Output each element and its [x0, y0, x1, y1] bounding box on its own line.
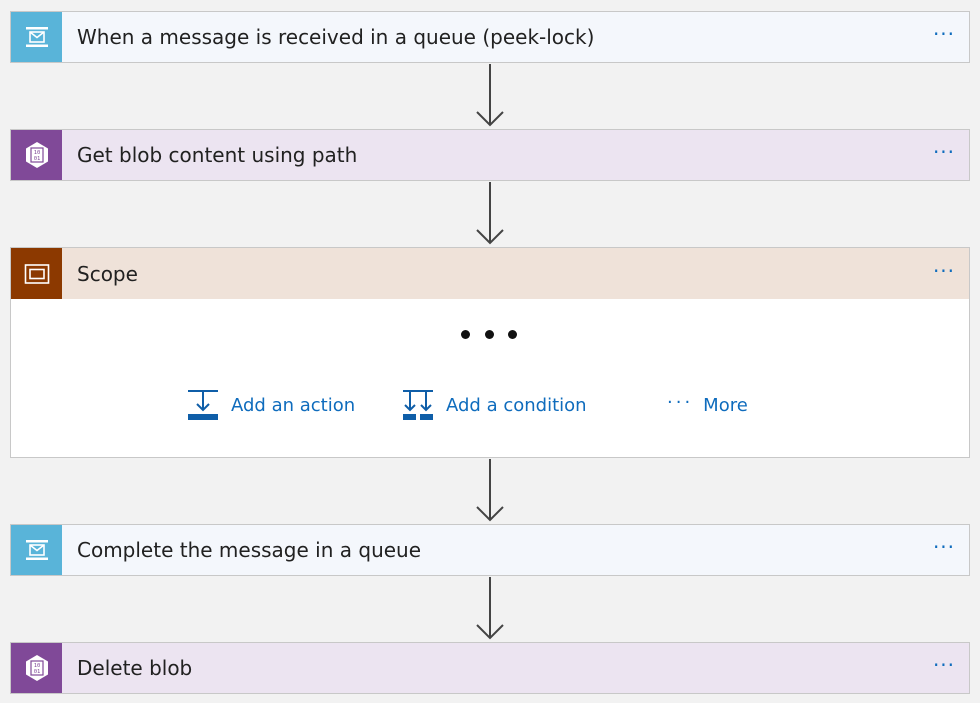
step-scope[interactable]: Scope ··· — [10, 247, 970, 299]
scope-ellipsis-icon[interactable] — [461, 329, 517, 339]
flow-arrow — [476, 182, 504, 245]
step-title: Get blob content using path — [77, 143, 358, 167]
more-options-button[interactable]: ··· — [932, 535, 956, 559]
service-bus-queue-icon — [11, 525, 62, 575]
flow-arrow — [476, 459, 504, 522]
more-options-button[interactable]: ··· — [932, 258, 956, 283]
step-title: Scope — [77, 261, 138, 286]
scope-icon — [11, 248, 62, 299]
add-action-label: Add an action — [231, 394, 356, 416]
svg-text:01: 01 — [33, 669, 40, 675]
service-bus-queue-icon — [11, 12, 62, 62]
add-action-button[interactable]: Add an action — [185, 387, 355, 423]
step-title: When a message is received in a queue (p… — [77, 25, 595, 49]
step-title: Complete the message in a queue — [77, 538, 422, 562]
blob-storage-icon: 10 01 — [11, 643, 62, 693]
add-condition-label: Add a condition — [446, 394, 587, 416]
blob-storage-icon: 10 01 — [11, 130, 62, 180]
more-button[interactable]: ··· More — [667, 387, 748, 423]
add-action-icon — [185, 387, 221, 423]
svg-text:10: 10 — [33, 150, 40, 156]
step-complete-message[interactable]: Complete the message in a queue ··· — [10, 524, 970, 576]
step-get-blob-content[interactable]: 10 01 Get blob content using path ··· — [10, 129, 970, 181]
scope-body: Add an action Add a condition ··· More — [10, 299, 970, 458]
svg-text:01: 01 — [33, 156, 40, 162]
flow-arrow — [476, 577, 504, 640]
step-title: Delete blob — [77, 656, 193, 680]
more-options-button[interactable]: ··· — [932, 22, 956, 46]
flow-arrow — [476, 64, 504, 127]
more-label: More — [703, 394, 748, 416]
svg-text:10: 10 — [33, 663, 40, 669]
step-delete-blob[interactable]: 10 01 Delete blob ··· — [10, 642, 970, 694]
more-options-button[interactable]: ··· — [932, 653, 956, 677]
add-condition-icon — [400, 387, 436, 423]
more-dots-icon: ··· — [667, 391, 694, 413]
add-condition-button[interactable]: Add a condition — [400, 387, 587, 423]
more-options-button[interactable]: ··· — [932, 140, 956, 164]
step-receive-message[interactable]: When a message is received in a queue (p… — [10, 11, 970, 63]
